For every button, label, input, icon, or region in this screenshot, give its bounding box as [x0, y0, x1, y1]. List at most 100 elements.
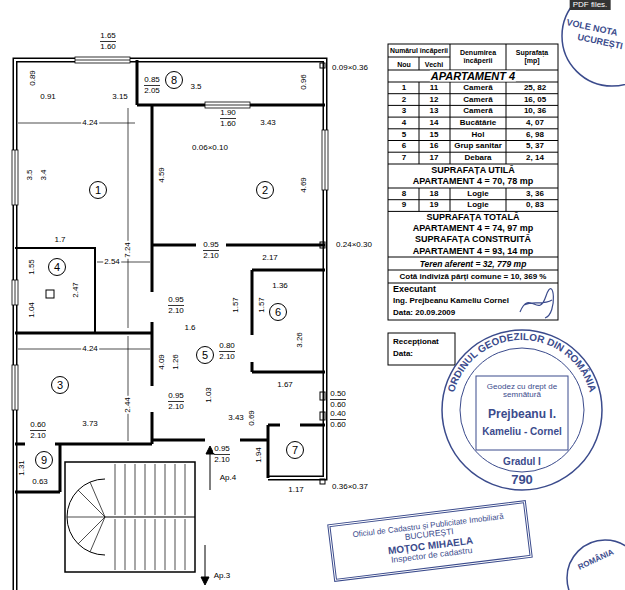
table-cell: Logie — [466, 201, 489, 209]
stamp-text: Prejbeanu I. — [488, 408, 556, 421]
dimension-label: 1.04 — [28, 301, 36, 319]
table-cell: 10, 36 — [523, 107, 547, 115]
stamp-text: 790 — [511, 473, 533, 487]
table-cell: 2 — [401, 96, 407, 104]
dimension-label: 0.24×0.30 — [335, 241, 373, 249]
entrance-arrow — [201, 446, 214, 585]
column-mark — [46, 63, 325, 484]
table-grid — [388, 44, 558, 320]
dimension-label: 4.09 — [158, 353, 166, 371]
dimension-label: 1.60 — [219, 120, 237, 128]
interior-wall — [268, 425, 325, 478]
table-cell: APARTAMENT 4 = 93, 14 mp — [412, 246, 534, 255]
apartment-arrow-label: Ap.3 — [213, 572, 231, 580]
table-cell: 3 — [401, 107, 407, 115]
dimension-line — [18, 108, 150, 441]
table-cell: 4, 07 — [525, 119, 545, 127]
table-cell: Hol — [471, 131, 486, 139]
dimension-label: 0.96 — [300, 73, 308, 91]
dimension-label: 2.10 — [218, 353, 236, 361]
room-number-circle: 6 — [269, 303, 287, 321]
window-symbol — [205, 105, 250, 106]
interior-wall — [137, 60, 325, 105]
stamp-text: Kameliu - Cornel — [482, 427, 561, 438]
stamp-text: Geodez cu drept de semnătură — [480, 383, 564, 400]
table-cell: 16, 05 — [523, 96, 547, 104]
table-cell: 6, 98 — [525, 131, 545, 139]
room-number-circle: 9 — [35, 451, 53, 469]
dimension-label: 1.36 — [271, 282, 289, 290]
dimension-label: 2.10 — [29, 432, 47, 440]
staircase — [105, 516, 195, 517]
table-cell: 2, 14 — [525, 154, 545, 162]
table-cell: APARTAMENT 4 = 74, 97 mp — [412, 223, 534, 232]
dimension-label: 2.10 — [202, 252, 220, 260]
window-symbol — [15, 150, 16, 205]
dimension-label: 0.60 — [329, 421, 347, 429]
table-cell: 19 — [429, 201, 440, 209]
window-symbol — [15, 365, 16, 410]
dimension-label: 2.10 — [213, 456, 231, 464]
callout-number: 5 — [202, 350, 208, 361]
column-mark — [320, 63, 325, 68]
fraction-line — [30, 42, 346, 455]
table-cell: 12 — [429, 96, 440, 104]
table-cell: Cameră — [462, 107, 493, 115]
dimension-label: 0.50 — [329, 390, 347, 398]
apartment-arrow-label: Ap.4 — [219, 474, 237, 482]
table-cell: Cameră — [462, 96, 493, 104]
dimension-label: 2.54 — [103, 258, 121, 266]
stamp-text: ROMÂNIA — [576, 548, 616, 572]
staircase — [65, 462, 195, 572]
dimension-label: 1.6 — [183, 324, 196, 332]
window-symbol — [12, 365, 18, 410]
table-cell: SUPRAFAȚA UTILĂ — [430, 166, 516, 175]
dimension-label: 0.91 — [39, 93, 57, 101]
window-symbol — [12, 57, 328, 410]
dimension-label: 1.90 — [219, 109, 237, 117]
stamp-outline — [520, 0, 625, 590]
table-cell: Grup sanitar — [453, 142, 503, 150]
callout-number: 2 — [262, 185, 268, 196]
dimension-label: 3.26 — [296, 331, 304, 349]
dimension-label: 0.85 — [143, 76, 161, 84]
window-symbol — [75, 60, 130, 61]
kitchen-wall — [15, 248, 95, 333]
dimension-label: 3.5 — [26, 168, 34, 181]
entrance-arrow — [210, 450, 211, 490]
stamp-outline — [567, 540, 625, 590]
dimension-label: 1.17 — [287, 486, 305, 494]
dimension-label: 0.09×0.36 — [331, 64, 369, 72]
table-cell: 0, 83 — [525, 201, 545, 209]
stamp-outline — [460, 348, 584, 472]
dimension-label: 1.31 — [18, 459, 26, 477]
dimension-label: 1.57 — [258, 296, 266, 314]
window-symbol — [12, 280, 18, 305]
dimension-label: 4.24 — [81, 119, 99, 127]
dimension-label: 2.10 — [167, 307, 185, 315]
dimension-label: 0.69 — [248, 409, 256, 427]
table-cell: 7 — [401, 154, 407, 162]
table-cell: 11 — [429, 84, 439, 92]
dimension-label: 2.47 — [72, 281, 80, 299]
table-cell: 16 — [429, 142, 440, 150]
dimension-label: 0.89 — [29, 69, 37, 87]
table-cell: Denumirea încăperii — [451, 49, 505, 64]
interior-wall — [151, 105, 154, 444]
dimension-label: 1.60 — [99, 43, 117, 51]
window-symbol — [205, 102, 250, 108]
table-cell: Bucătărie — [459, 119, 497, 127]
table-cell: 8 — [401, 190, 407, 198]
room-number-circle: 3 — [51, 376, 69, 394]
dimension-label: 1.7 — [53, 236, 66, 244]
dimension-label: 0.60 — [329, 401, 347, 409]
table-cell: 17 — [429, 154, 440, 162]
table-cell: Vechi — [424, 60, 444, 67]
interior-wall — [15, 444, 60, 492]
dimension-label: 2.10 — [167, 403, 185, 411]
dimension-label: 1.26 — [172, 353, 180, 371]
dimension-label: 3.73 — [81, 420, 99, 428]
room-number-circle: 1 — [89, 181, 107, 199]
dimension-label: 3.43 — [259, 119, 277, 127]
